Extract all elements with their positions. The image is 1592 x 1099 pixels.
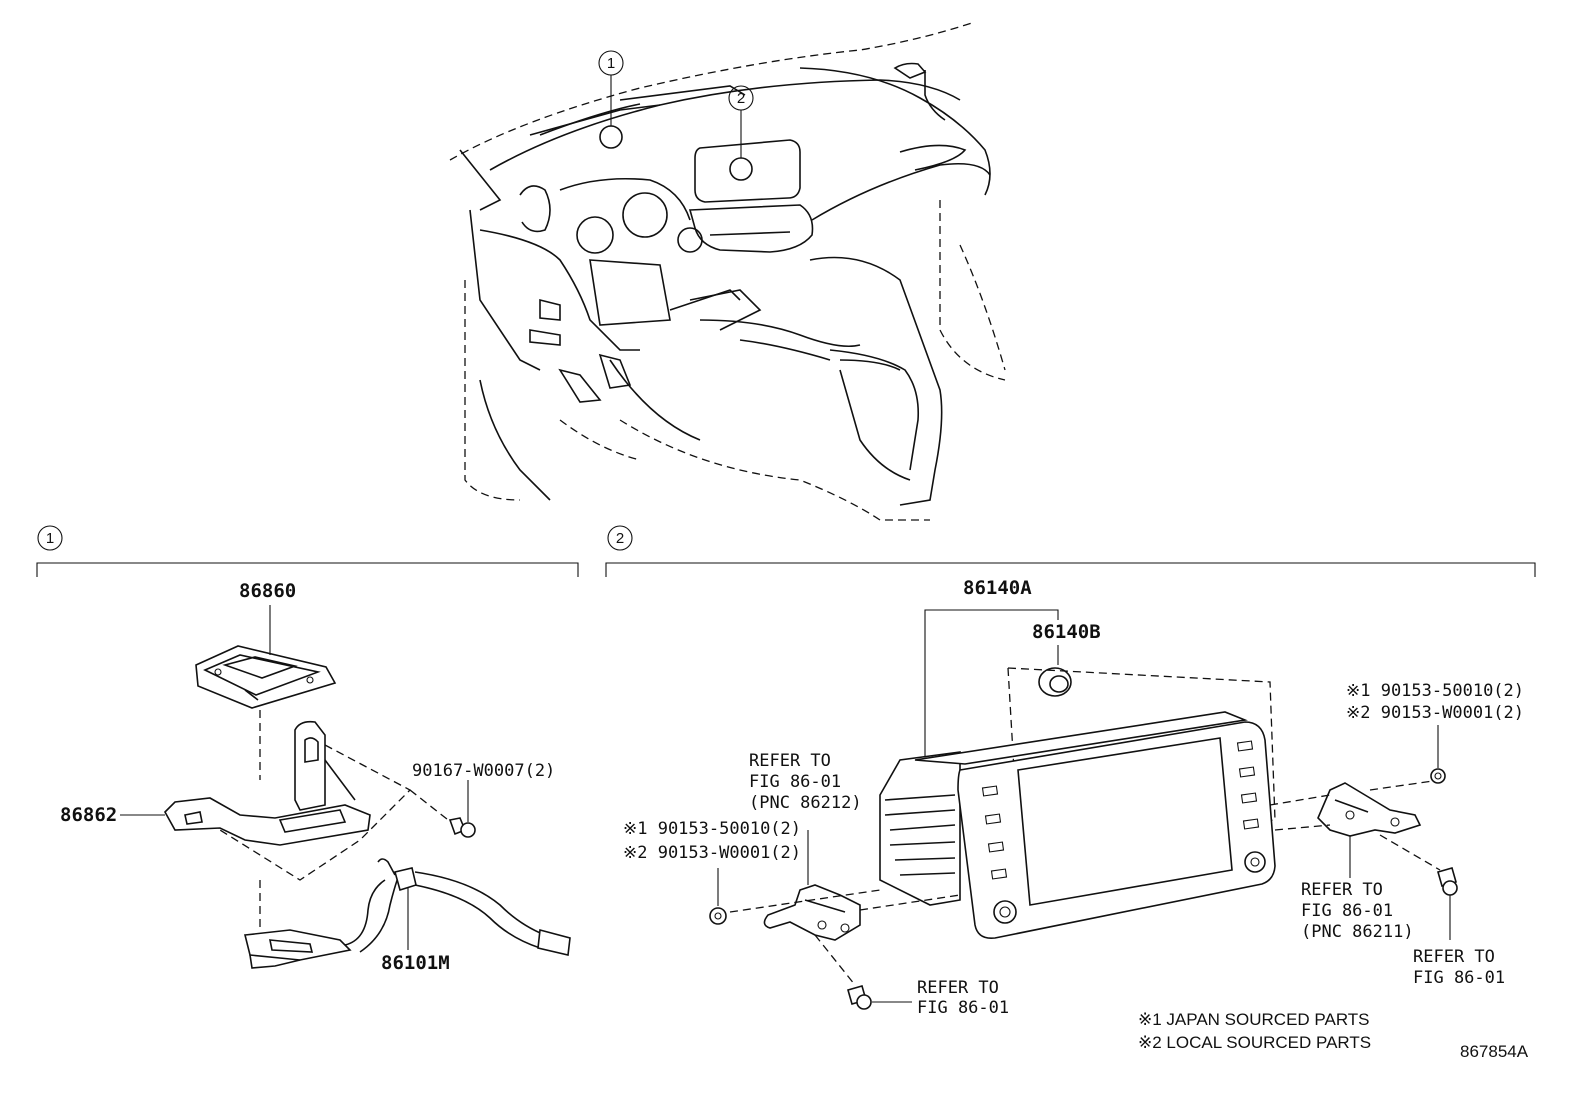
guide-line bbox=[1274, 824, 1331, 831]
ref-right-screw: REFER TO FIG 86-01 bbox=[1413, 947, 1505, 988]
svg-text:FIG 86-01: FIG 86-01 bbox=[1413, 968, 1505, 988]
overview-callout-2: 2 bbox=[728, 85, 754, 111]
legend-local-sourced: ※2 LOCAL SOURCED PARTS bbox=[1138, 1033, 1371, 1052]
module-86860-illustration bbox=[195, 605, 337, 709]
diagram-id: 867854A bbox=[1460, 1042, 1529, 1061]
guide-line bbox=[814, 934, 856, 986]
section-2-marker: 2 bbox=[607, 525, 633, 551]
svg-text:REFER TO: REFER TO bbox=[749, 751, 831, 771]
svg-text:2: 2 bbox=[737, 90, 745, 107]
svg-text:2: 2 bbox=[616, 530, 624, 547]
part-label-86101m: 86101M bbox=[381, 952, 450, 974]
part-label-86862: 86862 bbox=[60, 804, 117, 826]
part-label-right-bolt-japan: ※1 90153-50010(2) bbox=[1346, 681, 1524, 701]
ref-left-bracket: REFER TO FIG 86-01 (PNC 86212) bbox=[749, 751, 862, 813]
svg-text:(PNC 86211): (PNC 86211) bbox=[1301, 922, 1414, 942]
right-bolt-illustration bbox=[1430, 725, 1446, 784]
bracket-86862-illustration bbox=[120, 720, 371, 846]
head-unit-86140a-illustration bbox=[879, 711, 1276, 940]
part-label-86860: 86860 bbox=[239, 580, 296, 602]
section-1-bracket bbox=[36, 562, 579, 577]
left-bolt-illustration bbox=[709, 868, 727, 925]
svg-text:REFER TO: REFER TO bbox=[1301, 880, 1383, 900]
leader-line bbox=[924, 609, 1059, 758]
svg-text:REFER TO: REFER TO bbox=[917, 978, 999, 998]
legend-japan-sourced: ※1 JAPAN SOURCED PARTS bbox=[1138, 1010, 1370, 1029]
overview-callout-1: 1 bbox=[598, 50, 624, 76]
left-bracket-illustration bbox=[763, 830, 861, 941]
dashboard-overview-illustration bbox=[449, 21, 1006, 521]
svg-text:(PNC 86212): (PNC 86212) bbox=[749, 793, 862, 813]
part-label-86140b: 86140B bbox=[1032, 621, 1101, 643]
svg-text:FIG 86-01: FIG 86-01 bbox=[749, 772, 841, 792]
guide-line bbox=[409, 789, 453, 824]
svg-text:REFER TO: REFER TO bbox=[1413, 947, 1495, 967]
knob-86140b-illustration bbox=[1038, 667, 1072, 697]
left-screw-illustration bbox=[847, 985, 912, 1010]
part-label-left-bolt-japan: ※1 90153-50010(2) bbox=[623, 819, 801, 839]
guide-line bbox=[1269, 794, 1331, 806]
section-2-bracket bbox=[605, 562, 1536, 577]
harness-86101m-illustration bbox=[244, 858, 571, 969]
guide-line bbox=[1379, 834, 1441, 871]
ref-left-screw: REFER TO FIG 86-01 bbox=[917, 978, 1009, 1018]
right-bracket-illustration bbox=[1317, 782, 1422, 878]
part-label-right-bolt-local: ※2 90153-W0001(2) bbox=[1346, 703, 1524, 723]
guide-line bbox=[1369, 779, 1441, 791]
svg-text:FIG 86-01: FIG 86-01 bbox=[917, 998, 1009, 1018]
part-label-left-bolt-local: ※2 90153-W0001(2) bbox=[623, 843, 801, 863]
ref-right-bracket: REFER TO FIG 86-01 (PNC 86211) bbox=[1301, 880, 1414, 942]
section-1-marker: 1 bbox=[37, 525, 63, 551]
svg-text:1: 1 bbox=[607, 55, 615, 72]
part-label-86140a: 86140A bbox=[963, 577, 1032, 599]
guide-line bbox=[859, 894, 961, 911]
svg-text:1: 1 bbox=[46, 530, 54, 547]
bolt-90167-illustration bbox=[448, 780, 476, 838]
right-screw-illustration bbox=[1437, 867, 1458, 940]
part-label-90167-w0007: 90167-W0007(2) bbox=[412, 761, 555, 781]
guide-line bbox=[1007, 667, 1276, 839]
svg-text:FIG 86-01: FIG 86-01 bbox=[1301, 901, 1393, 921]
